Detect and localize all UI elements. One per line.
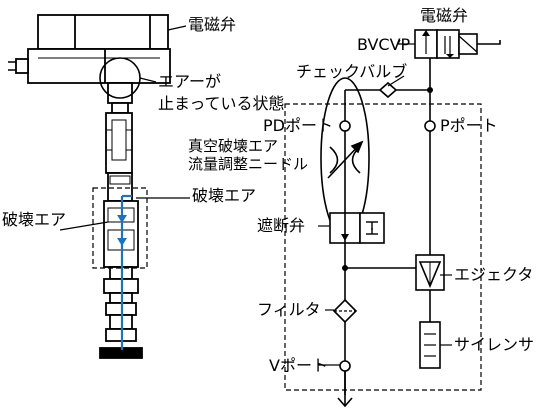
- break-air-label-left: 破壊エア: [2, 210, 67, 229]
- air-flow-arrows: [117, 215, 127, 246]
- physical-device: [8, 14, 171, 359]
- filter-label: フィルタ: [257, 300, 321, 319]
- solenoid-valve-label-right: 電磁弁: [420, 6, 469, 25]
- pd-port-circle: [339, 120, 351, 132]
- solenoid-valve-icon: [397, 29, 501, 59]
- schematic-dashed-frame: [284, 103, 482, 391]
- ejector-label: エジェクタ: [454, 265, 534, 284]
- v-port-label: Vポート: [269, 356, 328, 375]
- check-valve-label: チェックバルブ: [296, 62, 408, 81]
- solenoid-valve-label-left: 電磁弁: [188, 15, 237, 34]
- needle-valve-icon: [327, 140, 364, 179]
- check-valve-icon: [378, 81, 398, 99]
- air-stopped-label-line1: エアーが: [158, 72, 222, 91]
- arrow-down-icon: [337, 371, 353, 408]
- silencer-label: サイレンサ: [454, 335, 535, 354]
- junction-dot: [427, 87, 433, 93]
- filter-icon: [332, 298, 358, 324]
- break-air-label-center: 破壊エア: [192, 186, 257, 205]
- device-dashed-region: [92, 187, 148, 269]
- p-port-circle: [424, 120, 436, 132]
- shutoff-valve-icon: [329, 212, 385, 244]
- v-port-circle: [339, 360, 351, 372]
- vacuum-break-needle-label-line2: 流量調整ニードル: [188, 155, 309, 173]
- ejector-icon: [415, 254, 445, 291]
- pd-port-label: PDポート: [263, 116, 333, 135]
- solenoid-valve-lower-body: [27, 48, 171, 84]
- leader-lines-left: [59, 25, 190, 231]
- junction-dot: [342, 265, 348, 271]
- air-stopped-label-line2: 止まっている状態: [158, 94, 285, 113]
- vacuum-break-needle-label-line1: 真空破壊エア: [188, 137, 279, 155]
- solenoid-valve-body: [37, 14, 169, 50]
- leader-lines-right: [318, 75, 452, 366]
- silencer-icon: [419, 321, 441, 369]
- p-port-label: Pポート: [440, 116, 498, 135]
- bvcvp-label: BVCVP: [357, 35, 411, 54]
- shutoff-valve-label: 遮断弁: [257, 216, 306, 235]
